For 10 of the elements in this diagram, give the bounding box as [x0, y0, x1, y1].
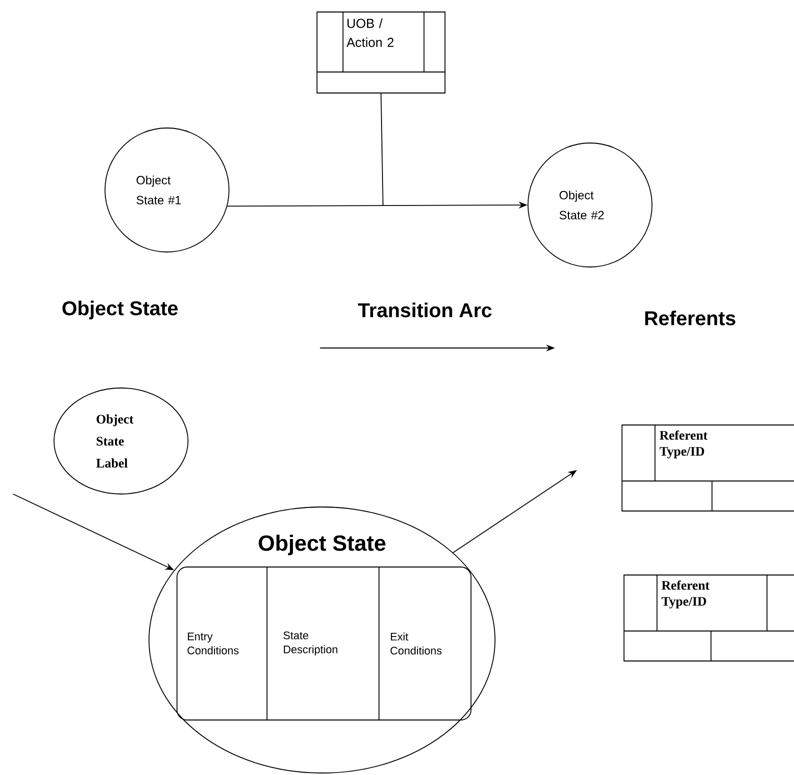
rounded-box	[176, 566, 472, 720]
action-box: UOB / Action 2	[316, 12, 446, 94]
table-cell: Exit Conditions	[390, 632, 442, 655]
table-cell: Entry Conditions	[188, 632, 239, 654]
referent-box: Referent Type/ID	[624, 574, 794, 662]
heading: Transition Arc	[358, 302, 492, 318]
table-cell: State Description	[284, 632, 338, 656]
heading: Referents	[645, 310, 736, 326]
heading: Object State	[62, 300, 178, 320]
referent-box: Referent Type/ID	[622, 424, 794, 512]
